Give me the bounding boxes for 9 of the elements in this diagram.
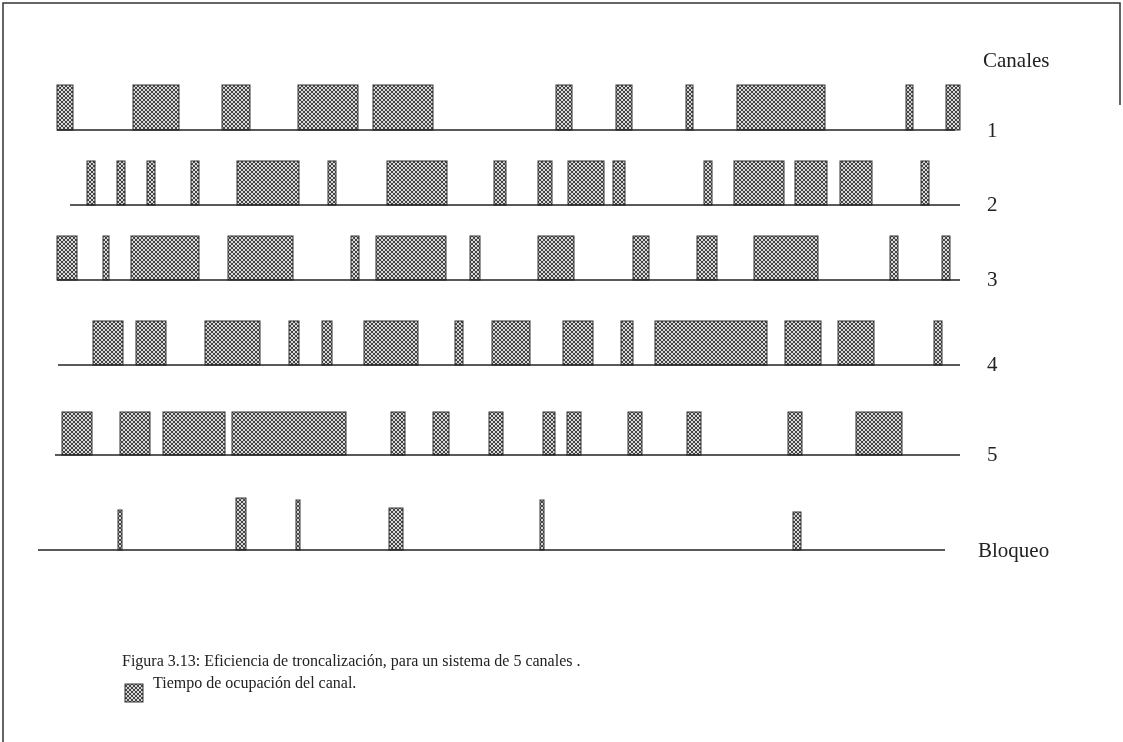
channel-number: 4	[987, 352, 998, 377]
channel-number: 1	[987, 118, 998, 143]
figure-caption: Figura 3.13: Eficiencia de troncalización, para un sistema de 5 canales .	[122, 652, 581, 670]
channel-number: 2	[987, 192, 998, 217]
axis-title: Canales	[983, 48, 1050, 73]
legend-text: Tiempo de ocupación del canal.	[153, 674, 357, 692]
row-label: Bloqueo	[978, 538, 1050, 563]
channel-number: 5	[987, 442, 998, 467]
channel-number: 3	[987, 267, 998, 292]
